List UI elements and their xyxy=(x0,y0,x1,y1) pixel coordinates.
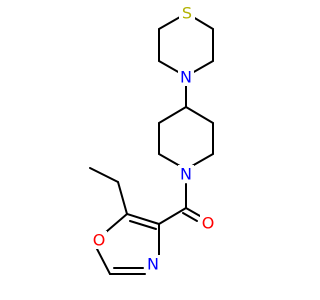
bond xyxy=(158,60,181,74)
atom-label-n: N xyxy=(180,68,192,87)
bond xyxy=(185,106,214,124)
atom-n-piperidine: N xyxy=(178,165,194,184)
bond xyxy=(158,153,181,167)
atom-label-n: N xyxy=(180,165,192,184)
bond xyxy=(105,213,128,233)
structure-diagram: S N N O O N xyxy=(89,4,216,275)
molecule-drawing: S N N O O N xyxy=(89,4,216,275)
atom-label-s: S xyxy=(182,4,192,23)
atom-label-n: N xyxy=(147,255,159,274)
bond xyxy=(126,213,160,225)
bond xyxy=(182,212,198,222)
atom-labels: S N N O O N xyxy=(91,4,216,274)
atom-s-thiomorpholine: S xyxy=(179,4,195,23)
bond xyxy=(158,207,187,225)
bonds xyxy=(89,12,214,275)
bond xyxy=(158,106,187,124)
atom-o-carbonyl: O xyxy=(200,214,216,233)
bond xyxy=(192,16,214,30)
bond xyxy=(129,220,157,230)
bond xyxy=(191,60,214,74)
bond xyxy=(117,181,128,215)
atom-n-thiomorpholine: N xyxy=(178,68,194,87)
atom-label-o: O xyxy=(93,231,106,250)
atom-o-oxazole: O xyxy=(91,231,107,250)
bond xyxy=(95,246,111,275)
bond xyxy=(185,207,201,217)
bond xyxy=(191,153,214,167)
atom-n-oxazole: N xyxy=(145,255,161,274)
bond xyxy=(89,167,119,183)
atom-label-o: O xyxy=(202,214,215,233)
